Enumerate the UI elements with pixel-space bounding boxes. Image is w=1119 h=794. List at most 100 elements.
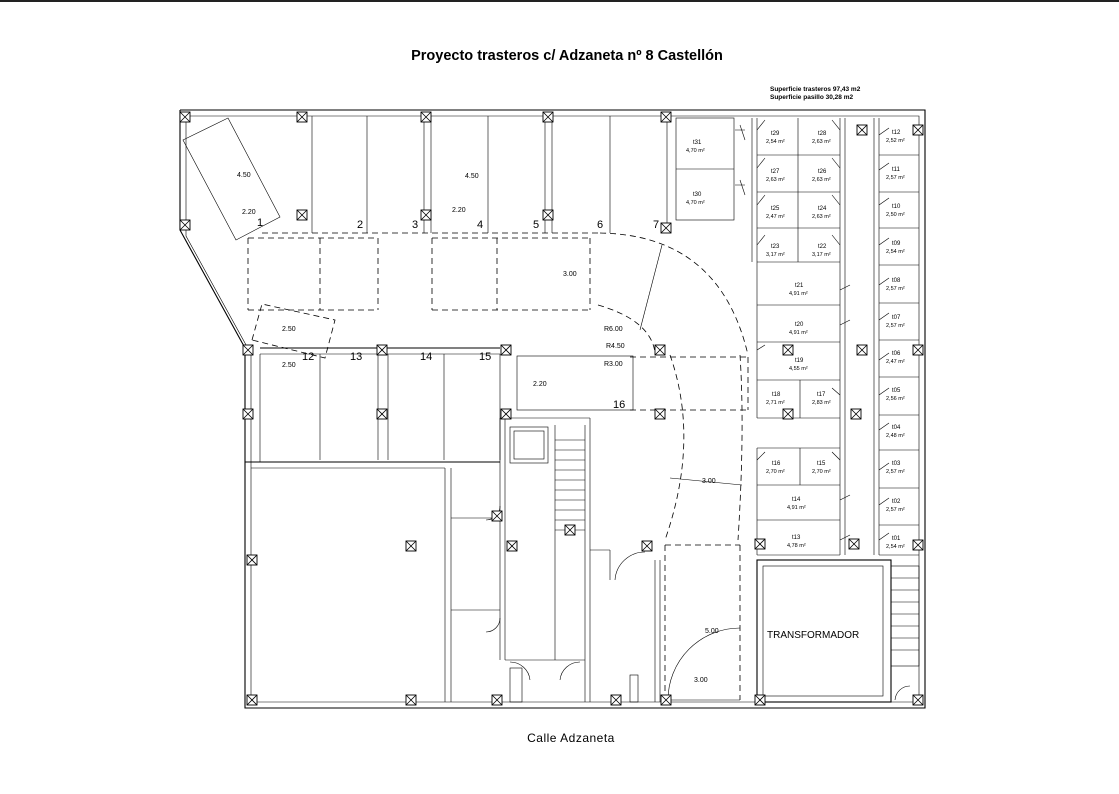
storage-unit-t15[interactable]: t15 2,70 m² [812, 461, 831, 475]
structural-column [506, 540, 518, 552]
storage-id: t13 [792, 535, 801, 541]
parking-space-14: 14 [420, 351, 432, 363]
structural-column [754, 694, 766, 706]
radius-label: R4.50 [606, 343, 625, 350]
parking-space-12: 12 [302, 351, 314, 363]
structural-column [296, 209, 308, 221]
structural-column [912, 539, 924, 551]
storage-area: 2,70 m² [812, 469, 831, 475]
dimension-label: 4.50 [237, 172, 251, 179]
storage-id: t18 [772, 392, 781, 398]
storage-area: 2,83 m² [812, 400, 831, 406]
structural-column [491, 510, 503, 522]
storage-area: 2,56 m² [886, 396, 905, 402]
dimension-label: 2.50 [282, 362, 296, 369]
lower-left-rooms [444, 418, 646, 703]
storage-area: 2,54 m² [886, 544, 905, 550]
storage-id: t21 [795, 283, 804, 289]
structural-column [405, 694, 417, 706]
structural-column [179, 219, 191, 231]
storage-id: t04 [892, 425, 901, 431]
top-parking-row [182, 116, 668, 241]
storage-unit-t13[interactable]: t13 4,78 m² [787, 535, 806, 549]
storage-id: t14 [792, 497, 801, 503]
structural-column [856, 124, 868, 136]
storage-id: t31 [693, 140, 702, 146]
storage-area: 2,57 m² [886, 286, 905, 292]
storage-area: 2,57 m² [886, 175, 905, 181]
storage-area: 2,57 m² [886, 323, 905, 329]
dimension-label: 5.00 [705, 628, 719, 635]
structural-column [782, 344, 794, 356]
structural-column [848, 538, 860, 550]
parking-numbers: 1 2 3 4 5 6 7 12 13 14 15 16 [257, 217, 659, 411]
storage-id: t27 [771, 169, 780, 175]
structural-column [376, 408, 388, 420]
storage-area: 2,47 m² [766, 214, 785, 220]
structural-column [850, 408, 862, 420]
storage-unit-t28[interactable]: t28 2,63 m² [812, 131, 831, 145]
dimension-label: 2.20 [242, 209, 256, 216]
dimension-label: 3.00 [563, 271, 577, 278]
parking-space-13: 13 [350, 351, 362, 363]
structural-column [782, 408, 794, 420]
structural-column [179, 111, 191, 123]
radius-label: R6.00 [604, 326, 623, 333]
storage-area: 4,78 m² [787, 543, 806, 549]
storage-area: 2,54 m² [766, 139, 785, 145]
structural-column [912, 694, 924, 706]
structural-column [420, 209, 432, 221]
top-border-line [0, 0, 1119, 2]
structural-column [641, 540, 653, 552]
dimension-label: 2.50 [282, 326, 296, 333]
dimension-label: 4.50 [465, 173, 479, 180]
corridor-area-total: Superficie pasillo 30,28 m2 [770, 94, 854, 101]
dimension-label: 2.20 [452, 207, 466, 214]
storage-area: 2,54 m² [886, 249, 905, 255]
storage-area: 2,63 m² [812, 139, 831, 145]
storage-id: t11 [892, 167, 901, 173]
storage-id: t15 [817, 461, 826, 467]
storage-unit-t11[interactable]: t11 2,57 m² [886, 167, 905, 181]
parking-space-7: 7 [653, 219, 659, 231]
transformer-room [756, 559, 920, 703]
storage-id: t06 [892, 351, 901, 357]
street-label: Calle Adzaneta [527, 731, 615, 745]
storage-id: t23 [771, 244, 780, 250]
page-title: Proyecto trasteros c/ Adzaneta nº 8 Cast… [411, 48, 723, 64]
storage-id: t28 [818, 131, 827, 137]
ramp [654, 560, 741, 702]
storage-area-total: Superficie trasteros 97,43 m2 [770, 86, 861, 93]
storage-id: t26 [818, 169, 827, 175]
structural-column [246, 554, 258, 566]
structural-column [564, 524, 576, 536]
